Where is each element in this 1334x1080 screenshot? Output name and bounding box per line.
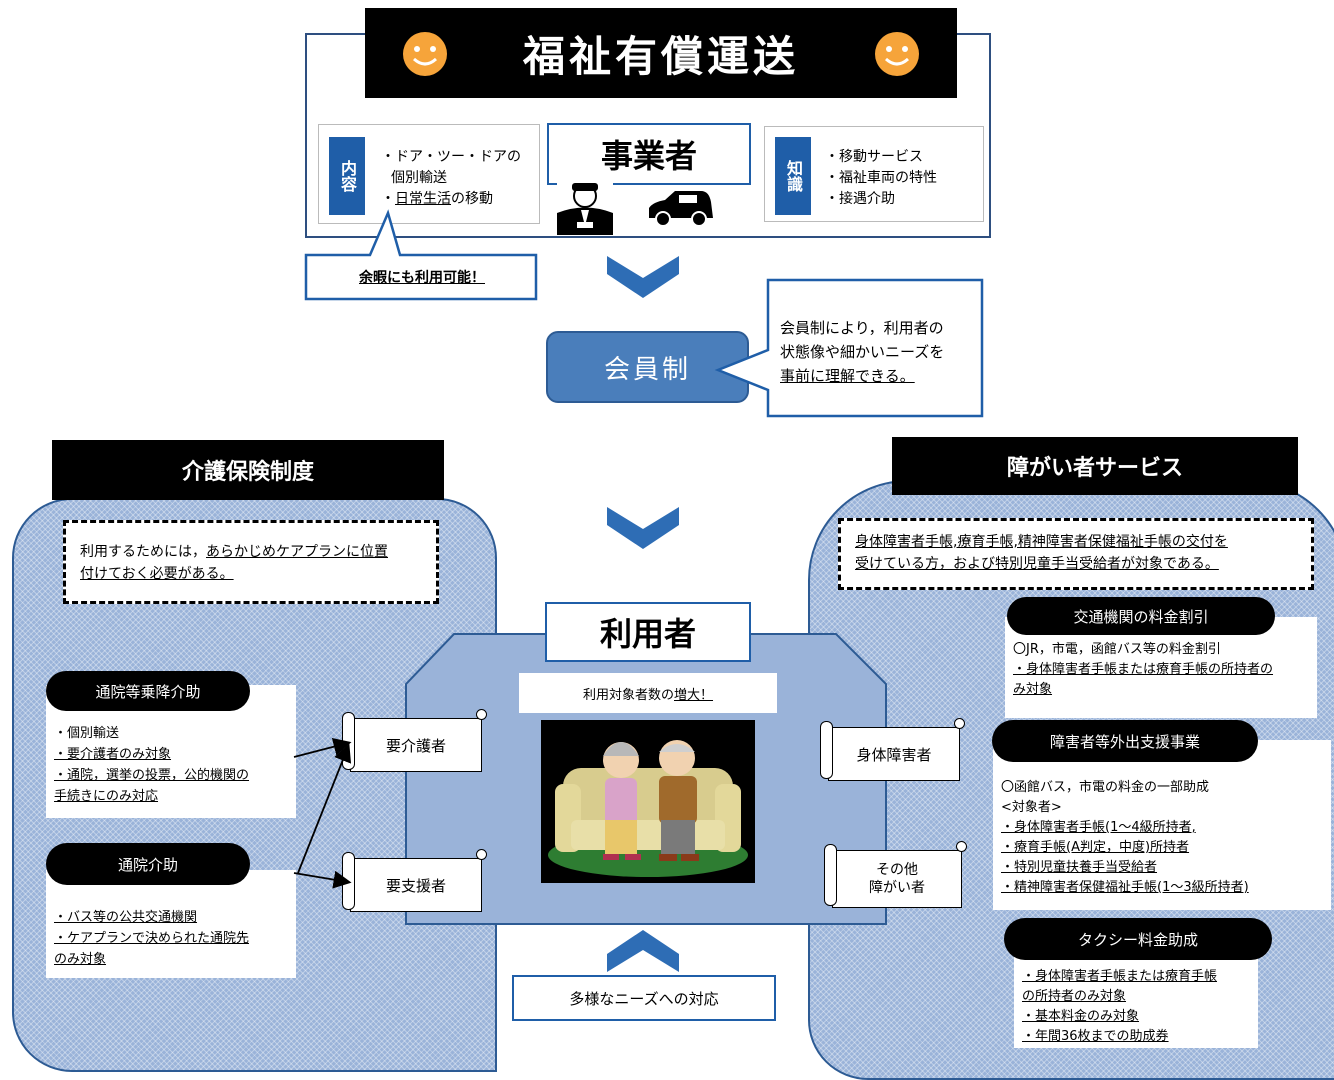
scroll-other-disability: その他 障がい者 <box>824 841 967 908</box>
smiley-icon <box>401 30 449 82</box>
down-chevron-icon <box>607 507 679 549</box>
knowledge-tag: 知識 <box>775 137 811 215</box>
care-pill-1: 通院等乗降介助 <box>46 671 250 711</box>
disability-note: 身体障害者手帳,療育手帳,精神障害者保健福祉手帳の交付を 受けている方，および特… <box>838 518 1314 590</box>
smiley-icon <box>873 30 921 82</box>
scroll-support-required: 要支援者 <box>342 849 487 912</box>
down-chevron-icon <box>607 256 679 298</box>
disability-pill-1: 交通機関の料金割引 <box>1007 597 1275 635</box>
membership-callout-shape <box>714 278 984 418</box>
disability-pill-2: 障害者等外出支援事業 <box>992 720 1258 762</box>
disability-pill-3: タクシー料金助成 <box>1004 918 1272 960</box>
disability-box-2: 〇函館バス，市電の料金の一部助成 <対象者> ・身体障害者手帳(1～4級所持者,… <box>993 740 1331 910</box>
knowledge-text: ・移動サービス ・福祉車両の特性 ・接遇介助 <box>825 149 937 207</box>
care-pill-2: 通院介助 <box>46 843 250 885</box>
title-banner: 福祉有償運送 <box>365 8 957 98</box>
operator-label: 事業者 <box>547 123 751 185</box>
content-tag: 内容 <box>329 137 365 215</box>
content-text: ・ドア・ツー・ドアの 個別輸送 ・日常生活の移動 <box>381 149 521 207</box>
driver-icon <box>557 178 613 239</box>
leisure-callout: 余暇にも利用可能！ <box>359 270 485 286</box>
connector-arrows <box>293 737 352 889</box>
care-note: 利用するためには，あらかじめケアプランに位置 付けておく必要がある。 <box>63 520 439 604</box>
membership-note: 会員制により，利用者の 状態像や細かいニーズを 事前に理解できる。 <box>780 319 945 385</box>
scroll-physical-disability: 身体障害者 <box>820 718 965 781</box>
care-box-2: ・バス等の公共交通機関 ・ケアプランで決められた通院先 のみ対象 <box>46 870 296 978</box>
up-chevron-icon <box>607 930 679 972</box>
disability-title: 障がい者サービス <box>892 437 1298 495</box>
diverse-needs-label: 多様なニーズへの対応 <box>512 975 776 1021</box>
main-title: 福祉有償運送 <box>522 31 799 81</box>
knowledge-box: 知識 ・移動サービス ・福祉車両の特性 ・接遇介助 <box>764 126 984 222</box>
car-icon <box>645 188 717 232</box>
elderly-couple-illustration <box>541 720 755 883</box>
users-title: 利用者 <box>545 602 751 662</box>
scroll-care-required: 要介護者 <box>342 709 487 772</box>
leisure-callout-shape <box>304 209 538 301</box>
user-count-note: 利用対象者数の増大！ <box>519 673 777 713</box>
care-insurance-title: 介護保険制度 <box>52 440 444 500</box>
content-box: 内容 ・ドア・ツー・ドアの 個別輸送 ・日常生活の移動 <box>318 124 540 224</box>
membership-label: 会員制 <box>546 331 749 403</box>
